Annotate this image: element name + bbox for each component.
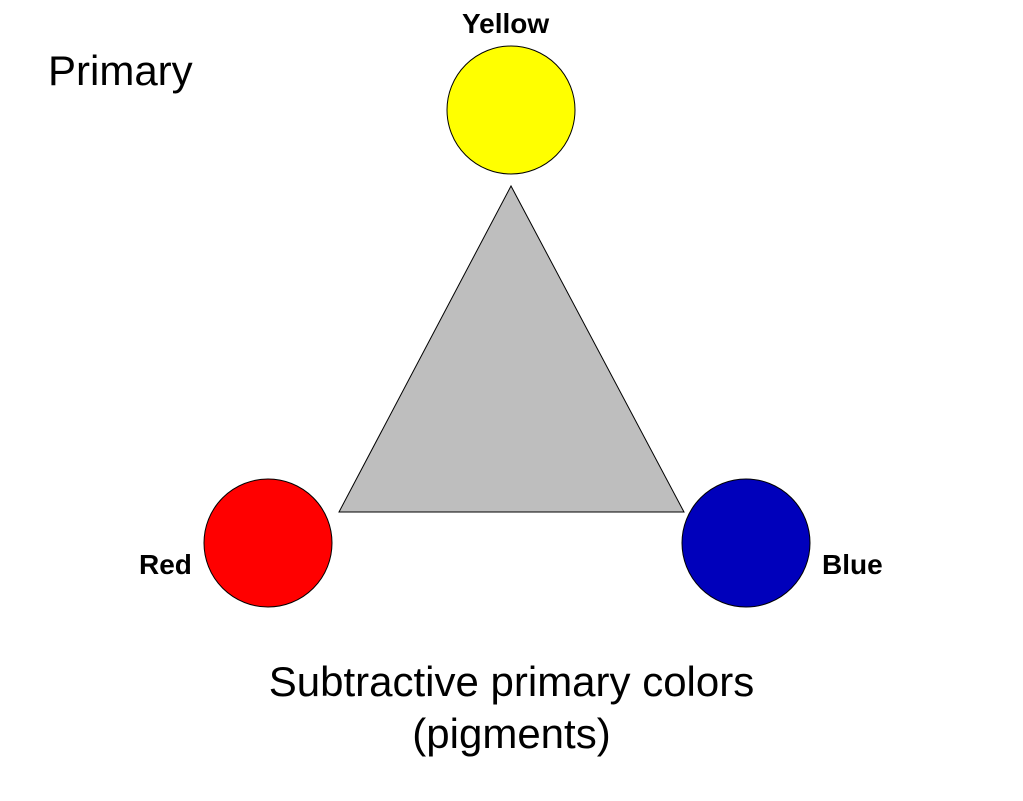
slide-title: Primary (48, 47, 193, 94)
diagram-caption: Subtractive primary colors (pigments) (0, 656, 1023, 760)
blue-label: Blue (822, 549, 883, 580)
mixed-color-triangle (338, 184, 685, 513)
red-circle (203, 478, 333, 608)
blue-circle (681, 478, 811, 608)
yellow-label: Yellow (462, 8, 550, 39)
caption-line-1: Subtractive primary colors (268, 658, 755, 705)
caption-line-2: (pigments) (412, 710, 611, 757)
red-label: Red (139, 549, 192, 580)
yellow-circle (446, 45, 576, 175)
